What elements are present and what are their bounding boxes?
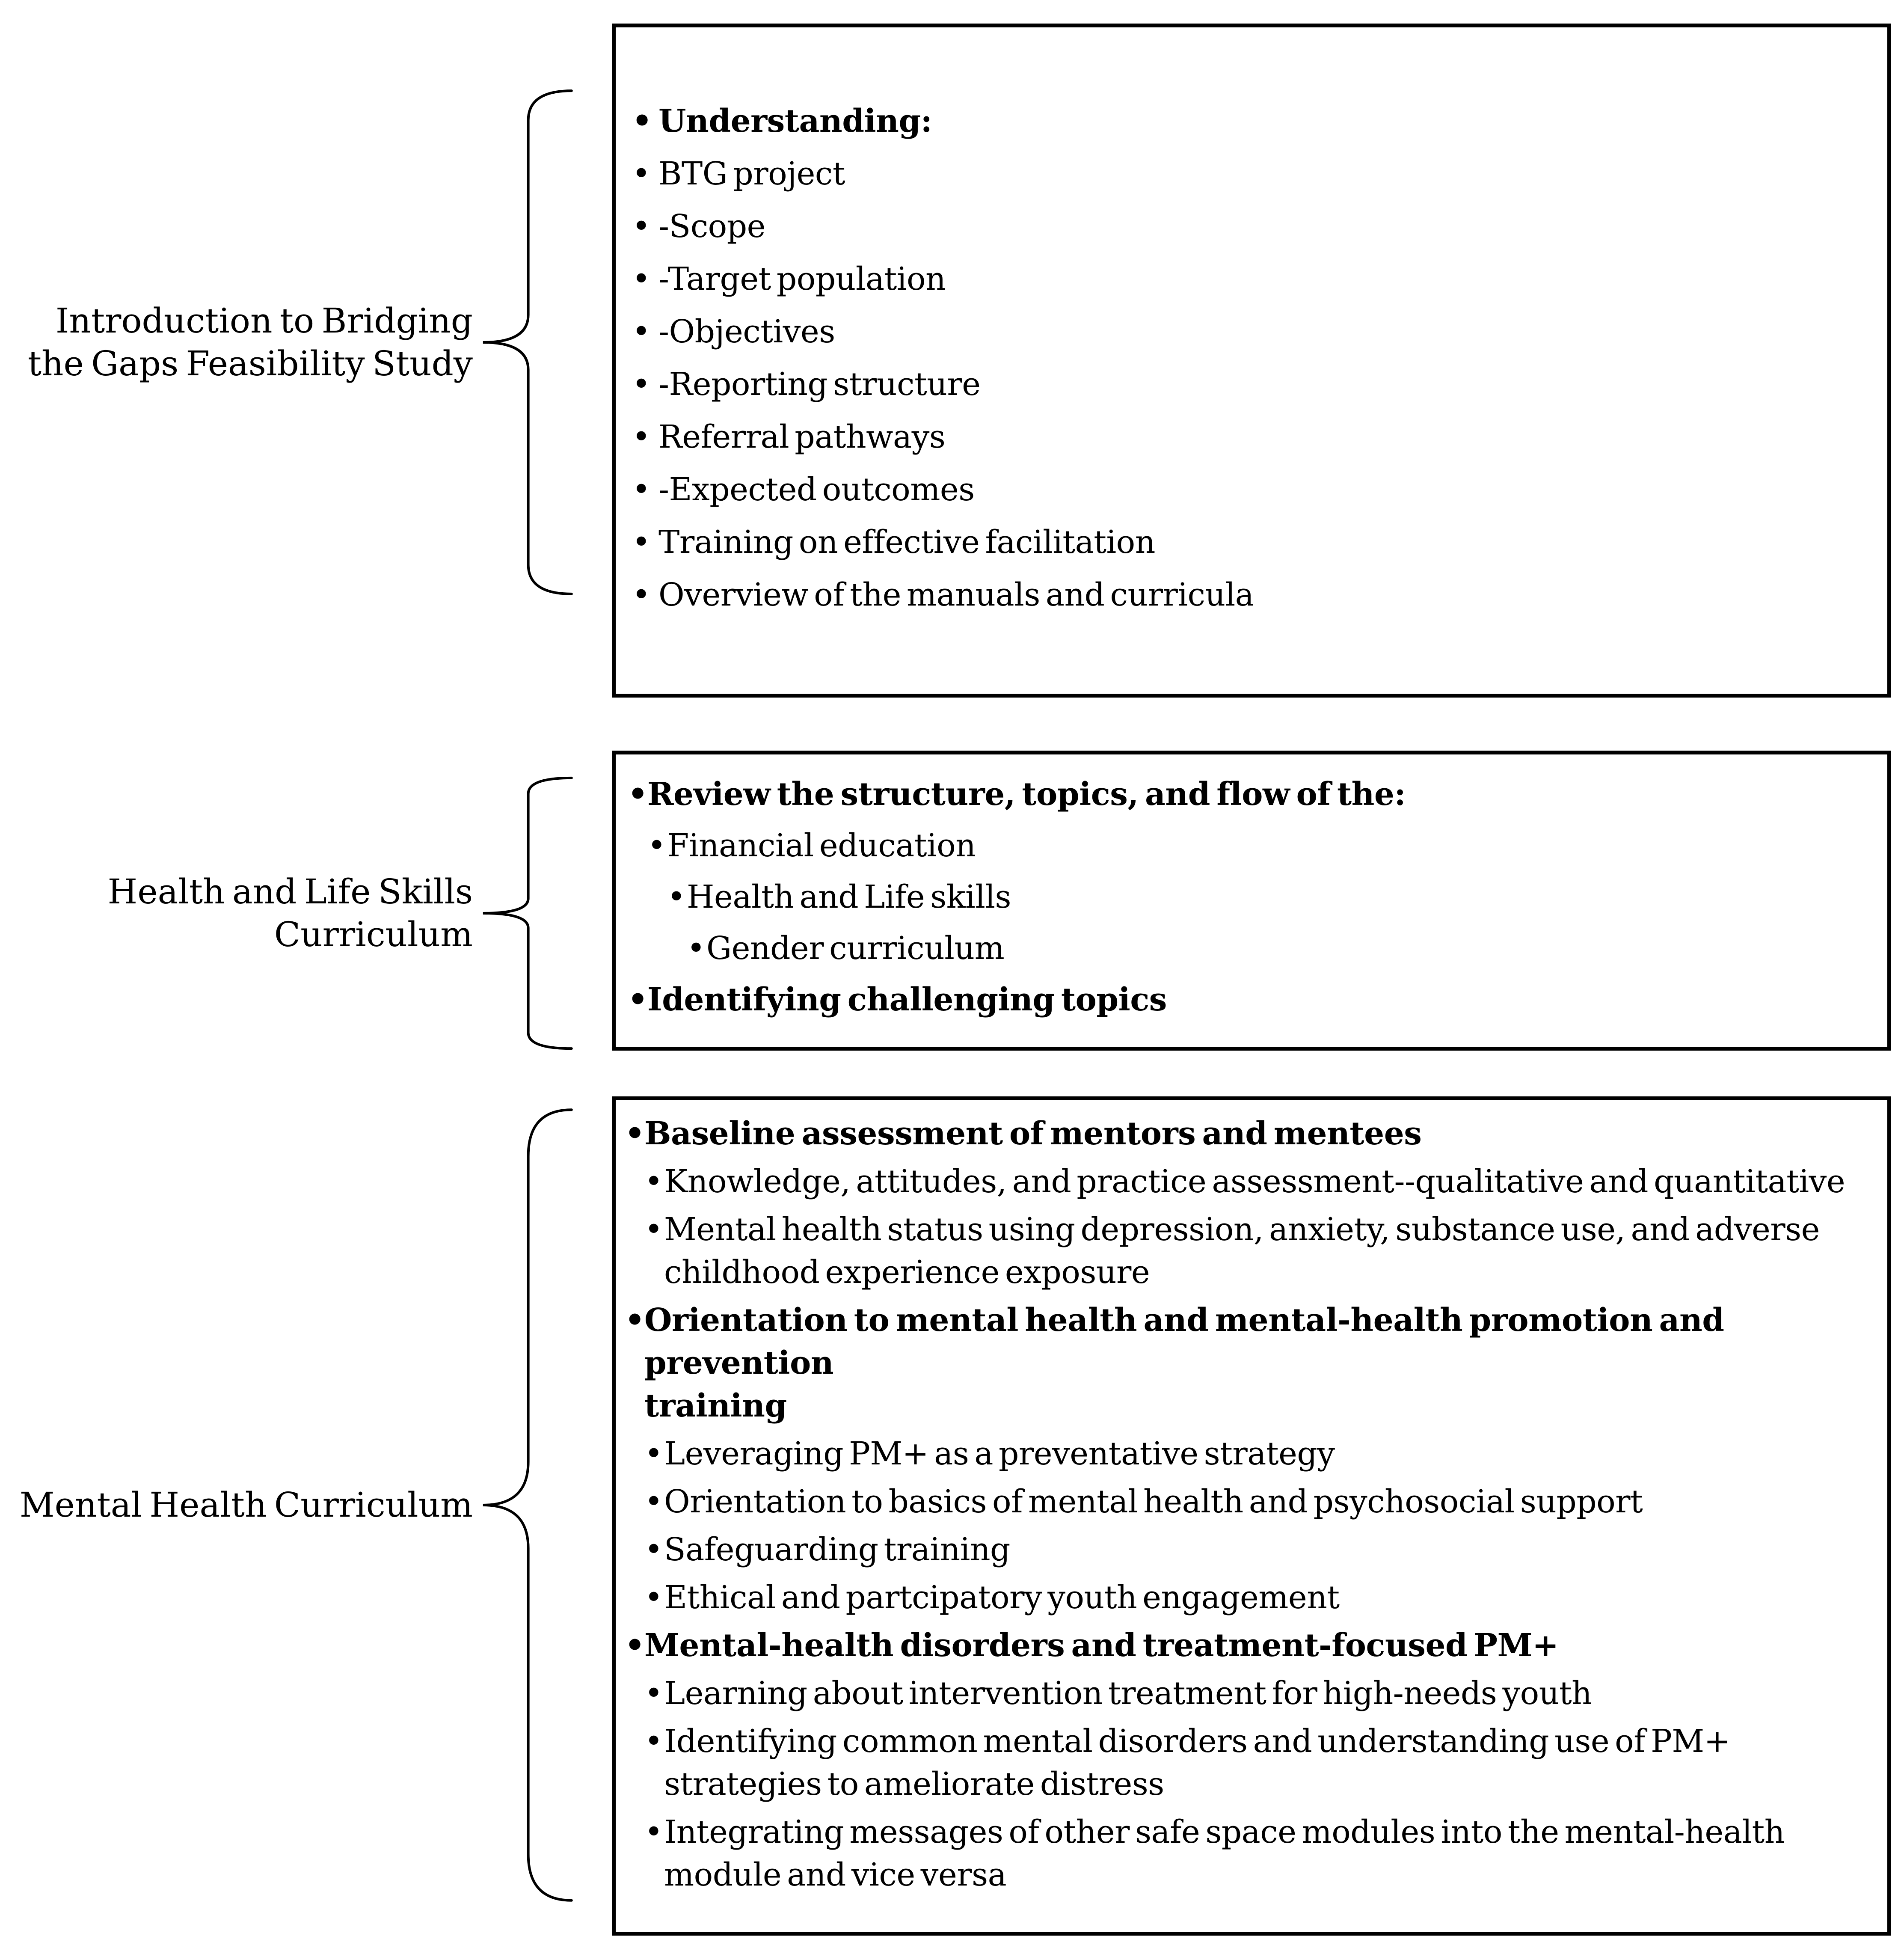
section-introduction: Introduction to Bridging the Gaps Feasib… [0,24,1904,698]
list-item: •BTG project [632,156,1870,191]
bullet-icon: • [647,827,666,864]
list-item: •Gender curriculum [687,931,1870,966]
curly-brace-icon [477,1105,575,1905]
section-label-introduction: Introduction to Bridging the Gaps Feasib… [27,301,473,383]
bullet-icon: • [625,1115,645,1152]
curly-brace-icon [477,88,575,597]
item-text: -Expected outcomes [658,471,975,508]
item-text: Learning about intervention treatment fo… [664,1675,1592,1712]
item-text: -Reporting structure [658,366,981,403]
item-text: Leveraging PM+ as a preventative strateg… [664,1435,1335,1472]
item-text: Understanding: [658,103,932,140]
item-text: Mental-health disorders and treatment-fo… [644,1627,1559,1664]
list-item: •Overview of the manuals and curricula [632,577,1870,612]
bullet-icon: • [632,524,651,561]
item-text: Baseline assessment of mentors and mente… [644,1115,1422,1152]
list-item: •Orientation to basics of mental health … [644,1480,1874,1523]
bullet-icon: • [632,419,651,455]
list-item: •Safeguarding training [644,1528,1874,1571]
bullet-icon: • [628,776,648,813]
item-text: Review the structure, topics, and flow o… [647,776,1406,813]
item-text: -Objectives [658,313,835,350]
item-text: -Scope [658,208,765,245]
bullet-icon: • [644,1814,663,1850]
item-text: Identifying challenging topics [647,981,1167,1018]
bullet-icon: • [632,313,651,350]
content-box-health-life-skills: •Review the structure, topics, and flow … [612,751,1891,1051]
list-item: •Review the structure, topics, and flow … [628,777,1870,812]
item-text: Integrating messages of other safe space… [664,1814,1785,1893]
bullet-icon: • [632,366,651,403]
item-text: Knowledge, attitudes, and practice asses… [664,1163,1845,1200]
list-item: •-Expected outcomes [632,472,1870,507]
bullet-icon: • [644,1723,663,1760]
list-item: •Learning about intervention treatment f… [644,1672,1874,1715]
bullet-icon: • [667,879,686,915]
content-box-introduction: •Understanding:•BTG project•-Scope•-Targ… [612,24,1891,698]
list-item: •Ethical and partcipatory youth engageme… [644,1576,1874,1619]
bullet-icon: • [632,208,651,245]
item-text: Health and Life skills [687,879,1011,915]
section-health-life-skills: Health and Life Skills Curriculum •Revie… [0,751,1904,1051]
bullet-icon: • [687,930,706,967]
list-item: •Leveraging PM+ as a preventative strate… [644,1432,1874,1475]
item-text: Training on effective facilitation [658,524,1155,561]
bullet-icon: • [644,1483,663,1520]
list-item: •Financial education [647,828,1870,863]
bullet-icon: • [628,981,648,1018]
bullet-list-health-life-skills: •Review the structure, topics, and flow … [616,754,1887,1017]
list-item: •-Reporting structure [632,367,1870,402]
list-item: •Training on effective facilitation [632,525,1870,560]
list-item: •-Scope [632,209,1870,244]
item-text: Ethical and partcipatory youth engagemen… [664,1579,1340,1616]
list-item: •Orientation to mental health and mental… [625,1299,1874,1427]
list-item: •Knowledge, attitudes, and practice asse… [644,1160,1874,1203]
bullet-icon: • [632,103,652,140]
bullet-icon: • [644,1163,663,1200]
bullet-icon: • [644,1435,663,1472]
section-label-mental-health: Mental Health Curriculum [19,1485,473,1525]
list-item: •Mental-health disorders and treatment-f… [625,1624,1874,1667]
item-text: Identifying common mental disorders and … [664,1723,1731,1803]
section-mental-health: Mental Health Curriculum •Baseline asses… [0,1096,1904,1936]
bullet-icon: • [644,1579,663,1616]
section-label-health-life-skills: Health and Life Skills Curriculum [107,872,473,954]
list-item: •-Target population [632,261,1870,297]
item-text: Mental health status using depression, a… [664,1211,1820,1291]
bullet-icon: • [644,1675,663,1712]
list-item: •Referral pathways [632,419,1870,454]
bullet-icon: • [644,1531,663,1568]
item-text: Safeguarding training [664,1531,1010,1568]
bullet-icon: • [632,155,651,192]
bullet-list-mental-health: •Baseline assessment of mentors and ment… [616,1100,1887,1896]
list-item: •Health and Life skills [667,879,1870,915]
bullet-icon: • [644,1211,663,1248]
item-text: Orientation to basics of mental health a… [664,1483,1643,1520]
content-box-mental-health: •Baseline assessment of mentors and ment… [612,1096,1891,1936]
list-item: •Baseline assessment of mentors and ment… [625,1112,1874,1155]
bullet-icon: • [625,1302,645,1339]
list-item: •Identifying common mental disorders and… [644,1720,1874,1806]
item-text: BTG project [658,155,845,192]
list-item: •Identifying challenging topics [628,982,1870,1017]
item-text: -Target population [658,261,946,297]
item-text: Orientation to mental health and mental-… [644,1302,1724,1424]
list-item: •-Objectives [632,314,1870,349]
bullet-icon: • [632,261,651,297]
bullet-list-introduction: •Understanding:•BTG project•-Scope•-Targ… [616,27,1887,612]
item-text: Financial education [667,827,976,864]
item-text: Gender curriculum [706,930,1005,967]
list-item: •Integrating messages of other safe spac… [644,1811,1874,1896]
item-text: Overview of the manuals and curricula [658,576,1254,613]
bullet-icon: • [625,1627,645,1664]
list-item: •Mental health status using depression, … [644,1208,1874,1294]
bullet-icon: • [632,576,651,613]
bullet-icon: • [632,471,651,508]
list-item: •Understanding: [632,104,1870,139]
item-text: Referral pathways [658,419,946,455]
curly-brace-icon [477,776,575,1050]
